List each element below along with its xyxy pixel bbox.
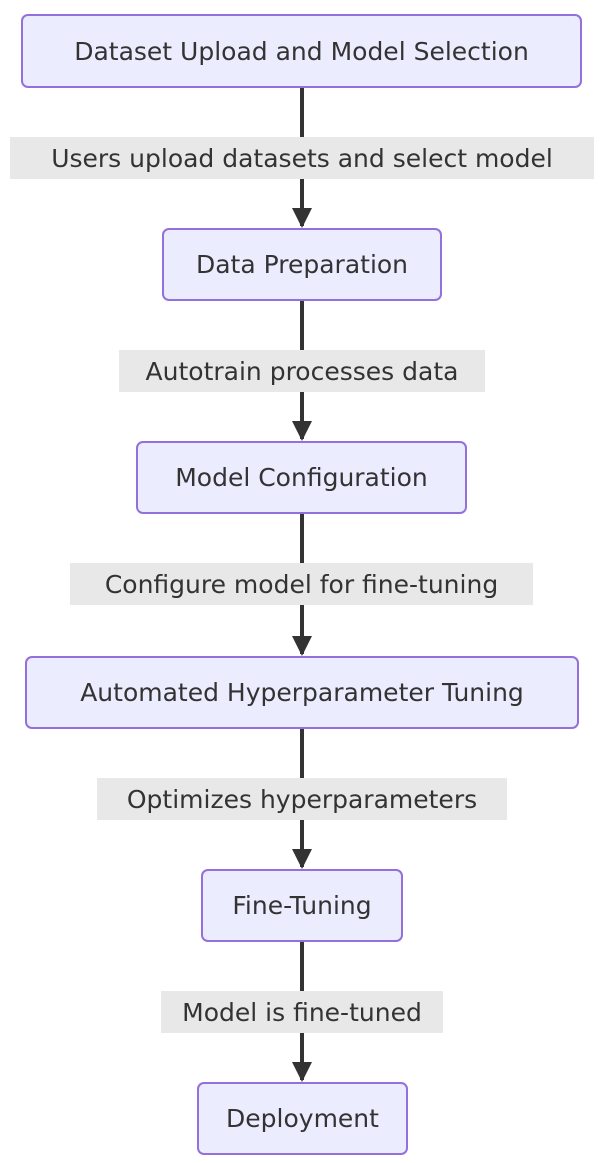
node-fine-tuning: Fine-Tuning bbox=[201, 869, 403, 942]
node-deployment: Deployment bbox=[197, 1082, 408, 1155]
edge-label-tuning-to-finetuning: Optimizes hyperparameters bbox=[97, 778, 507, 820]
node-model-configuration: Model Configuration bbox=[136, 441, 467, 514]
edge-label-configuration-to-tuning: Configure model for fine-tuning bbox=[70, 563, 533, 605]
node-data-preparation: Data Preparation bbox=[162, 228, 442, 301]
edge-label-preparation-to-configuration: Autotrain processes data bbox=[119, 350, 485, 392]
node-dataset-upload: Dataset Upload and Model Selection bbox=[21, 14, 582, 88]
edge-label-finetuning-to-deployment: Model is fine-tuned bbox=[161, 991, 443, 1033]
node-automated-hyperparameter-tuning: Automated Hyperparameter Tuning bbox=[25, 656, 579, 729]
edge-label-upload-to-preparation: Users upload datasets and select model bbox=[10, 137, 594, 179]
